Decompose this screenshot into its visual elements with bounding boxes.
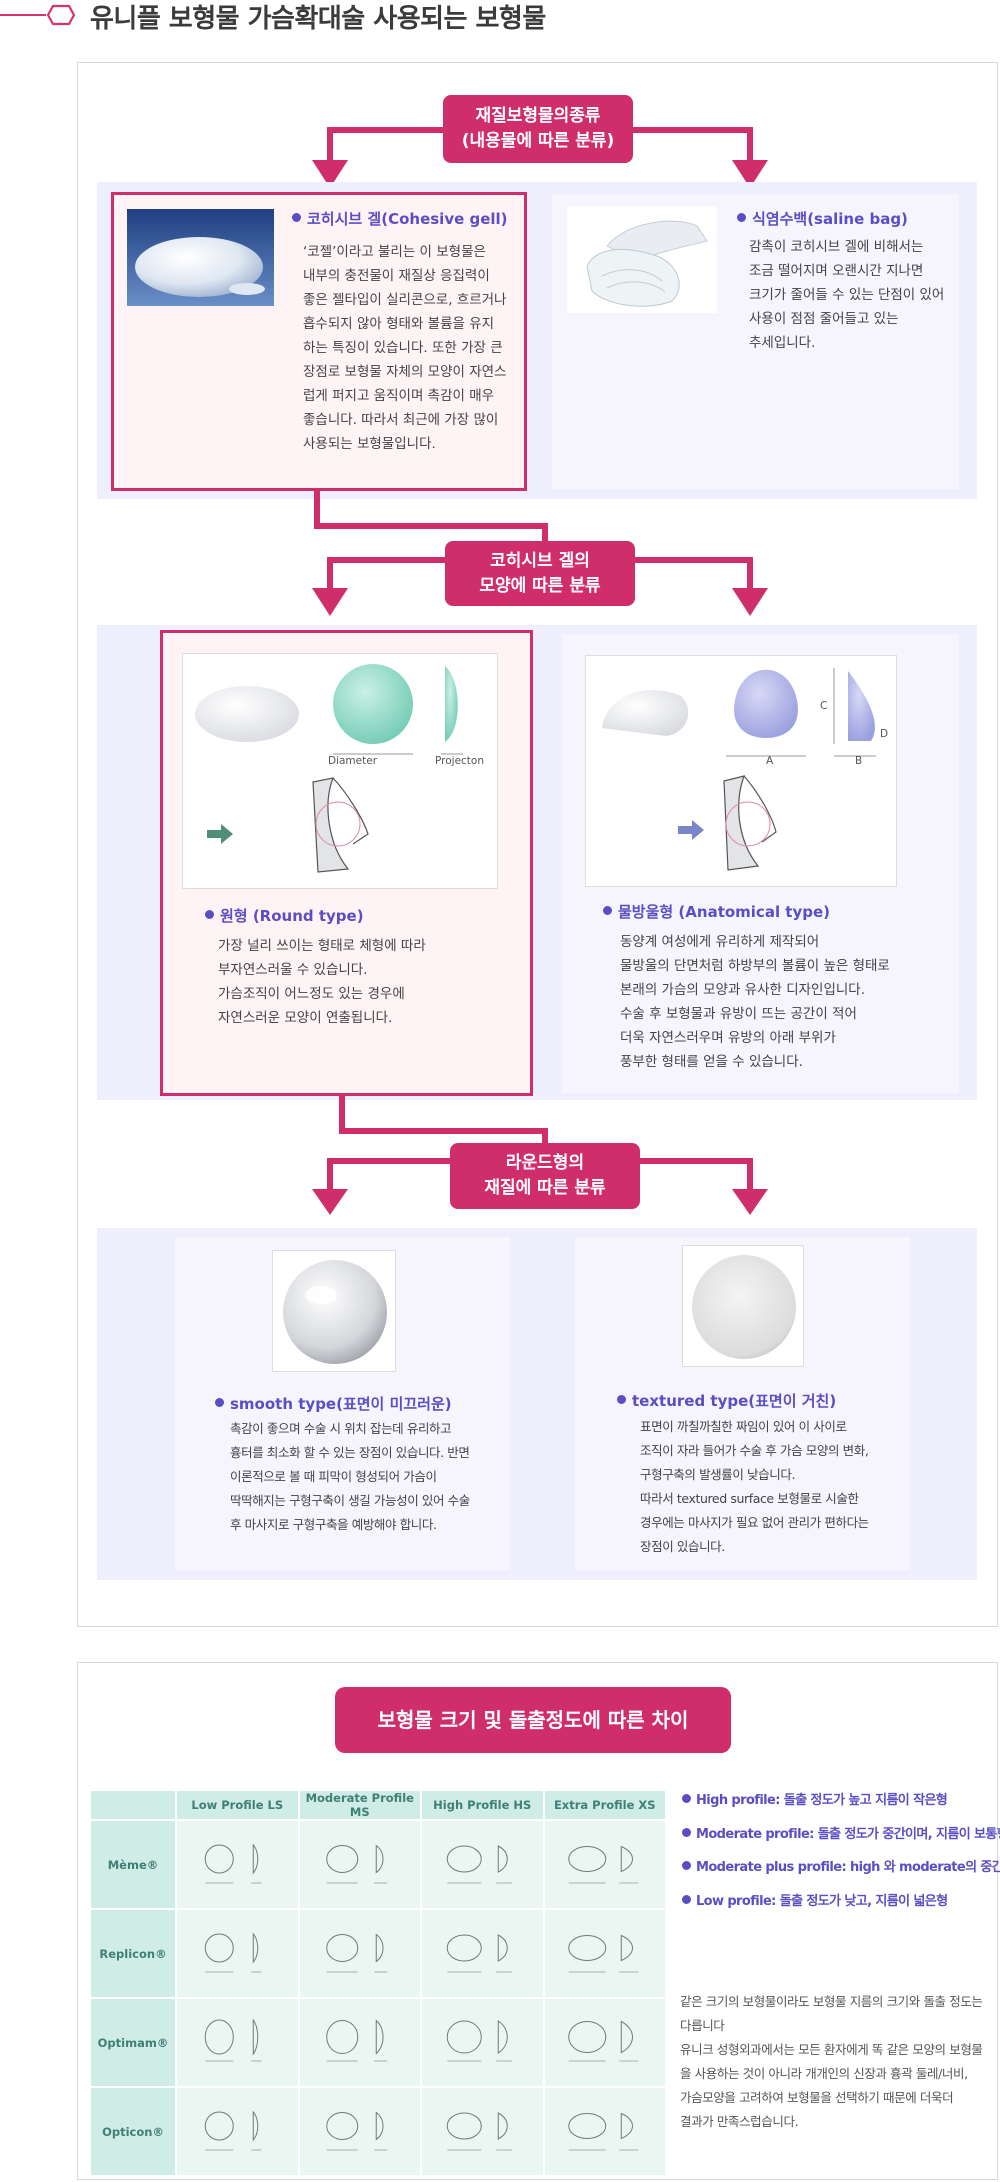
table-cell bbox=[420, 1908, 545, 1999]
hexagon-icon bbox=[46, 4, 76, 26]
table-cell bbox=[175, 1819, 300, 1910]
legend-low-profile: Low profile: 돌출 정도가 낮고, 지름이 넓은형 bbox=[682, 1890, 948, 1909]
table-cell bbox=[297, 1997, 422, 2088]
title-line-decoration bbox=[0, 14, 46, 16]
implant-profile-icon bbox=[325, 1844, 387, 1884]
table-cell bbox=[297, 1908, 422, 1999]
page-header: 유니플 보형물 가슴확대술 사용되는 보형물 bbox=[0, 0, 1000, 40]
table-cell bbox=[297, 2086, 422, 2177]
anatomical-type-diagram bbox=[585, 655, 897, 887]
cohesive-gel-title: 코히시브 겔(Cohesive gell) bbox=[292, 208, 508, 229]
legend-moderate-profile: Moderate profile: 돌출 정도가 중간이며, 지름이 보통형 bbox=[682, 1823, 1000, 1842]
row-label: Optimam® bbox=[89, 1997, 177, 2088]
legend-moderate-plus-profile: Moderate plus profile: high 와 moderate의 … bbox=[682, 1856, 1000, 1875]
implant-profile-icon bbox=[325, 2019, 387, 2062]
smooth-type-description: 촉감이 좋으며 수술 시 위치 잡는데 유리하고 흉터를 최소화 할 수 있는 … bbox=[230, 1421, 470, 1532]
textured-type-description: 표면이 까칠까칠한 짜임이 있어 이 사이로 조직이 자라 들어가 수술 후 가… bbox=[640, 1419, 869, 1554]
table-cell bbox=[542, 2086, 667, 2177]
implant-profile-icon bbox=[204, 2018, 262, 2062]
anatomical-type-title: 물방울형 (Anatomical type) bbox=[603, 901, 830, 922]
section3-heading: 라운드형의 재질에 따른 분류 bbox=[450, 1143, 640, 1209]
column-extra-profile: Extra Profile XS bbox=[542, 1789, 667, 1821]
implant-profile-icon bbox=[446, 1934, 513, 1973]
page-title: 유니플 보형물 가슴확대술 사용되는 보형물 bbox=[90, 4, 546, 34]
row-label: Opticon® bbox=[89, 2086, 177, 2177]
round-type-diagram bbox=[182, 653, 498, 889]
table-corner bbox=[89, 1789, 177, 1821]
row-label: Mème® bbox=[89, 1819, 177, 1910]
round-type-description: 가장 널리 쓰이는 형태로 체형에 따라 부자연스러울 수 있습니다. 가슴조직… bbox=[218, 938, 426, 1026]
implant-profile-icon bbox=[567, 1845, 638, 1884]
closing-description: 같은 크기의 보형물이라도 보형물 지름의 크기와 돌출 정도는 다릅니다 유니… bbox=[680, 1994, 983, 2129]
projection-label: Projecton bbox=[435, 755, 485, 767]
implant-profile-icon bbox=[567, 2020, 638, 2062]
column-high-profile: High Profile HS bbox=[420, 1789, 545, 1821]
dimension-b-label: B bbox=[855, 755, 863, 767]
table-row: Replicon® bbox=[89, 1908, 667, 1999]
table-cell bbox=[542, 1819, 667, 1910]
diameter-label: Diameter bbox=[328, 755, 378, 767]
implant-profile-icon bbox=[204, 1843, 262, 1884]
textured-type-title: textured type(표면이 거친) bbox=[617, 1390, 836, 1411]
table-cell bbox=[542, 1997, 667, 2088]
table-row: Opticon® bbox=[89, 2086, 667, 2177]
round-type-title: 원형 (Round type) bbox=[205, 905, 364, 926]
table-cell bbox=[175, 1908, 300, 1999]
implant-profile-icon bbox=[567, 1934, 638, 1973]
saline-bag-title: 식염수백(saline bag) bbox=[737, 208, 908, 229]
section1-heading: 재질보형물의종류 (내용물에 따른 분류) bbox=[443, 95, 633, 163]
column-moderate-profile: Moderate Profile MS bbox=[297, 1789, 422, 1821]
table-cell bbox=[542, 1908, 667, 1999]
table-cell bbox=[297, 1819, 422, 1910]
implant-profile-icon bbox=[446, 2020, 513, 2062]
table-cell bbox=[420, 1819, 545, 1910]
saline-bag-image bbox=[567, 206, 717, 313]
cohesive-gel-description: ‘코젤’이라고 불리는 이 보형물은 내부의 충전물이 재질상 응집력이 좋은 … bbox=[303, 244, 507, 452]
saline-bag-description: 감촉이 코히시브 겔에 비해서는 조금 떨어지며 오랜시간 지나면 크기가 줄어… bbox=[749, 239, 945, 351]
implant-profile-icon bbox=[204, 1932, 262, 1973]
dimension-a-label: A bbox=[766, 755, 774, 767]
anatomical-type-description: 동양계 여성에게 유리하게 제작되어 물방울의 단면처럼 하방부의 볼륨이 높은… bbox=[620, 934, 890, 1070]
implant-profile-icon bbox=[204, 2110, 262, 2151]
implant-profile-icon bbox=[325, 2111, 387, 2151]
row-label: Replicon® bbox=[89, 1908, 177, 1999]
smooth-type-title: smooth type(표면이 미끄러운) bbox=[215, 1393, 452, 1414]
cohesive-gel-image bbox=[127, 209, 274, 306]
dimension-c-label: C bbox=[820, 700, 828, 712]
table-cell bbox=[175, 2086, 300, 2177]
table-cell bbox=[175, 1997, 300, 2088]
implant-profile-icon bbox=[325, 1933, 387, 1973]
section2-heading: 코히시브 겔의 모양에 따른 분류 bbox=[445, 541, 635, 606]
implant-profile-icon bbox=[567, 2112, 638, 2151]
table-cell bbox=[420, 1997, 545, 2088]
implant-profile-icon bbox=[446, 1845, 513, 1884]
smooth-implant-image bbox=[272, 1250, 396, 1372]
dimension-d-label: D bbox=[880, 728, 889, 740]
table-row: Mème® bbox=[89, 1819, 667, 1910]
table-row: Optimam® bbox=[89, 1997, 667, 2088]
implant-profile-table: Low Profile LS Moderate Profile MS High … bbox=[89, 1789, 667, 2177]
table-cell bbox=[420, 2086, 545, 2177]
section4-heading: 보형물 크기 및 돌출정도에 따른 차이 bbox=[335, 1687, 731, 1753]
legend-high-profile: High profile: 돌출 정도가 높고 지름이 작은형 bbox=[682, 1789, 948, 1808]
cohesive-gel-card[interactable] bbox=[111, 192, 527, 491]
column-low-profile: Low Profile LS bbox=[175, 1789, 300, 1821]
implant-profile-icon bbox=[446, 2112, 513, 2151]
textured-implant-image bbox=[682, 1245, 804, 1367]
